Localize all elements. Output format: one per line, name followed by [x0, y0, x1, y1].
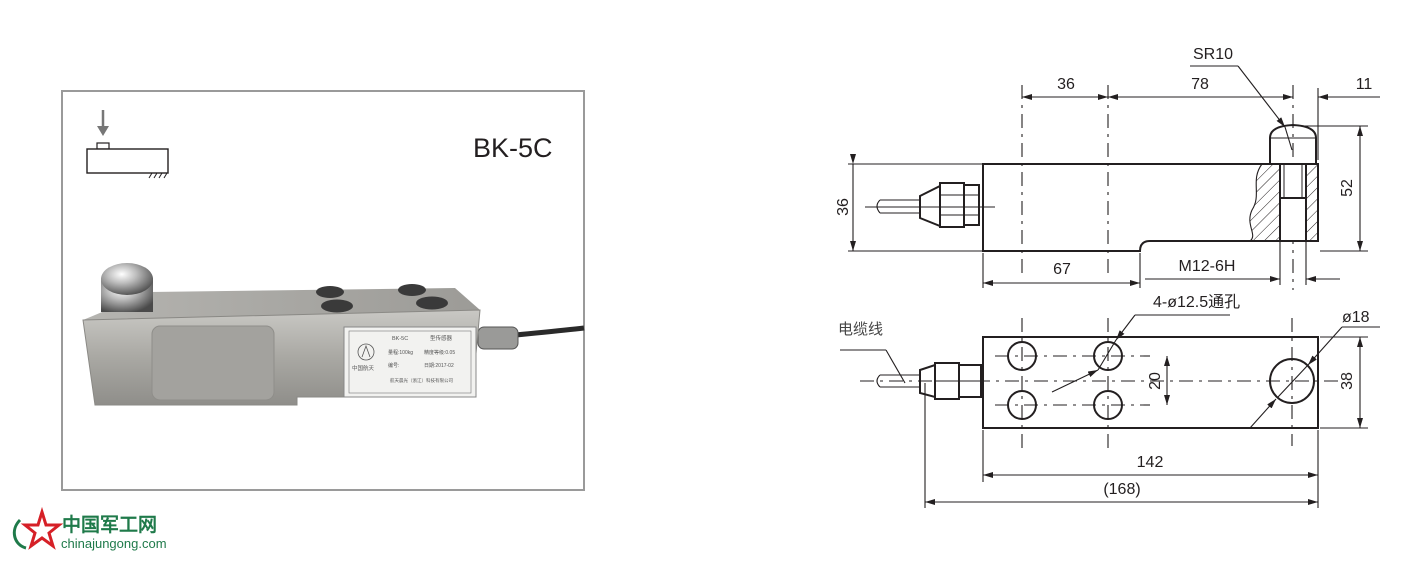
star-logo-icon	[20, 506, 64, 550]
thread-label: M12-6H	[1179, 258, 1236, 275]
holes-label: 4-ø12.5通孔	[1153, 293, 1240, 311]
dim-142: 142	[1137, 454, 1164, 471]
nameplate-maker: 航天晨光（浙江）科技有限公司	[390, 377, 453, 384]
dim-78: 78	[1191, 76, 1209, 93]
watermark-url: chinajungong.com	[61, 536, 167, 551]
dim-20: 20	[1147, 372, 1164, 390]
nameplate: BK-5C 型传感器 量程:100kg 精度等级:0.05 中国航天 编号: 日…	[343, 326, 477, 398]
nameplate-type: 型传感器	[430, 334, 453, 342]
dim-11: 11	[1356, 76, 1373, 93]
top-view-drawing: 电缆线 4-ø12.5通孔 ø18 20 38 142 (168)	[838, 293, 1380, 508]
nameplate-model: BK-5C	[392, 336, 408, 342]
dim-67: 67	[1053, 261, 1071, 278]
dim-36-height: 36	[835, 198, 852, 216]
load-direction-icon	[86, 110, 169, 179]
dim-36-top: 36	[1057, 76, 1075, 93]
load-cell-photo: BK-5C 型传感器 量程:100kg 精度等级:0.05 中国航天 编号: 日…	[82, 263, 585, 406]
side-view-drawing: 36 36 78 11 SR10 52 67 M12-6H	[835, 46, 1380, 290]
watermark-name: 中国军工网	[62, 513, 157, 536]
brand-logo-icon	[357, 343, 375, 361]
model-title: BK-5C	[473, 133, 553, 163]
big-hole-label: ø18	[1342, 309, 1370, 326]
dim-52: 52	[1339, 179, 1356, 197]
nameplate-accuracy: 精度等级:0.05	[424, 349, 455, 356]
sr10-label: SR10	[1193, 46, 1233, 63]
nameplate-serial: 编号:	[388, 362, 399, 369]
dim-38: 38	[1339, 372, 1356, 390]
cable-connector-icon	[876, 362, 982, 400]
cable-label: 电缆线	[838, 320, 883, 338]
watermark: 中国军工网 chinajungong.com	[12, 506, 167, 551]
product-panel: BK-5C BK-5C 型传感器	[61, 90, 585, 491]
cable-connector-icon	[876, 182, 980, 228]
dim-168: (168)	[1103, 481, 1140, 498]
nameplate-brand: 中国航天	[352, 364, 375, 372]
nameplate-date: 日期:2017-02	[424, 363, 454, 369]
nameplate-capacity: 量程:100kg	[388, 349, 413, 356]
